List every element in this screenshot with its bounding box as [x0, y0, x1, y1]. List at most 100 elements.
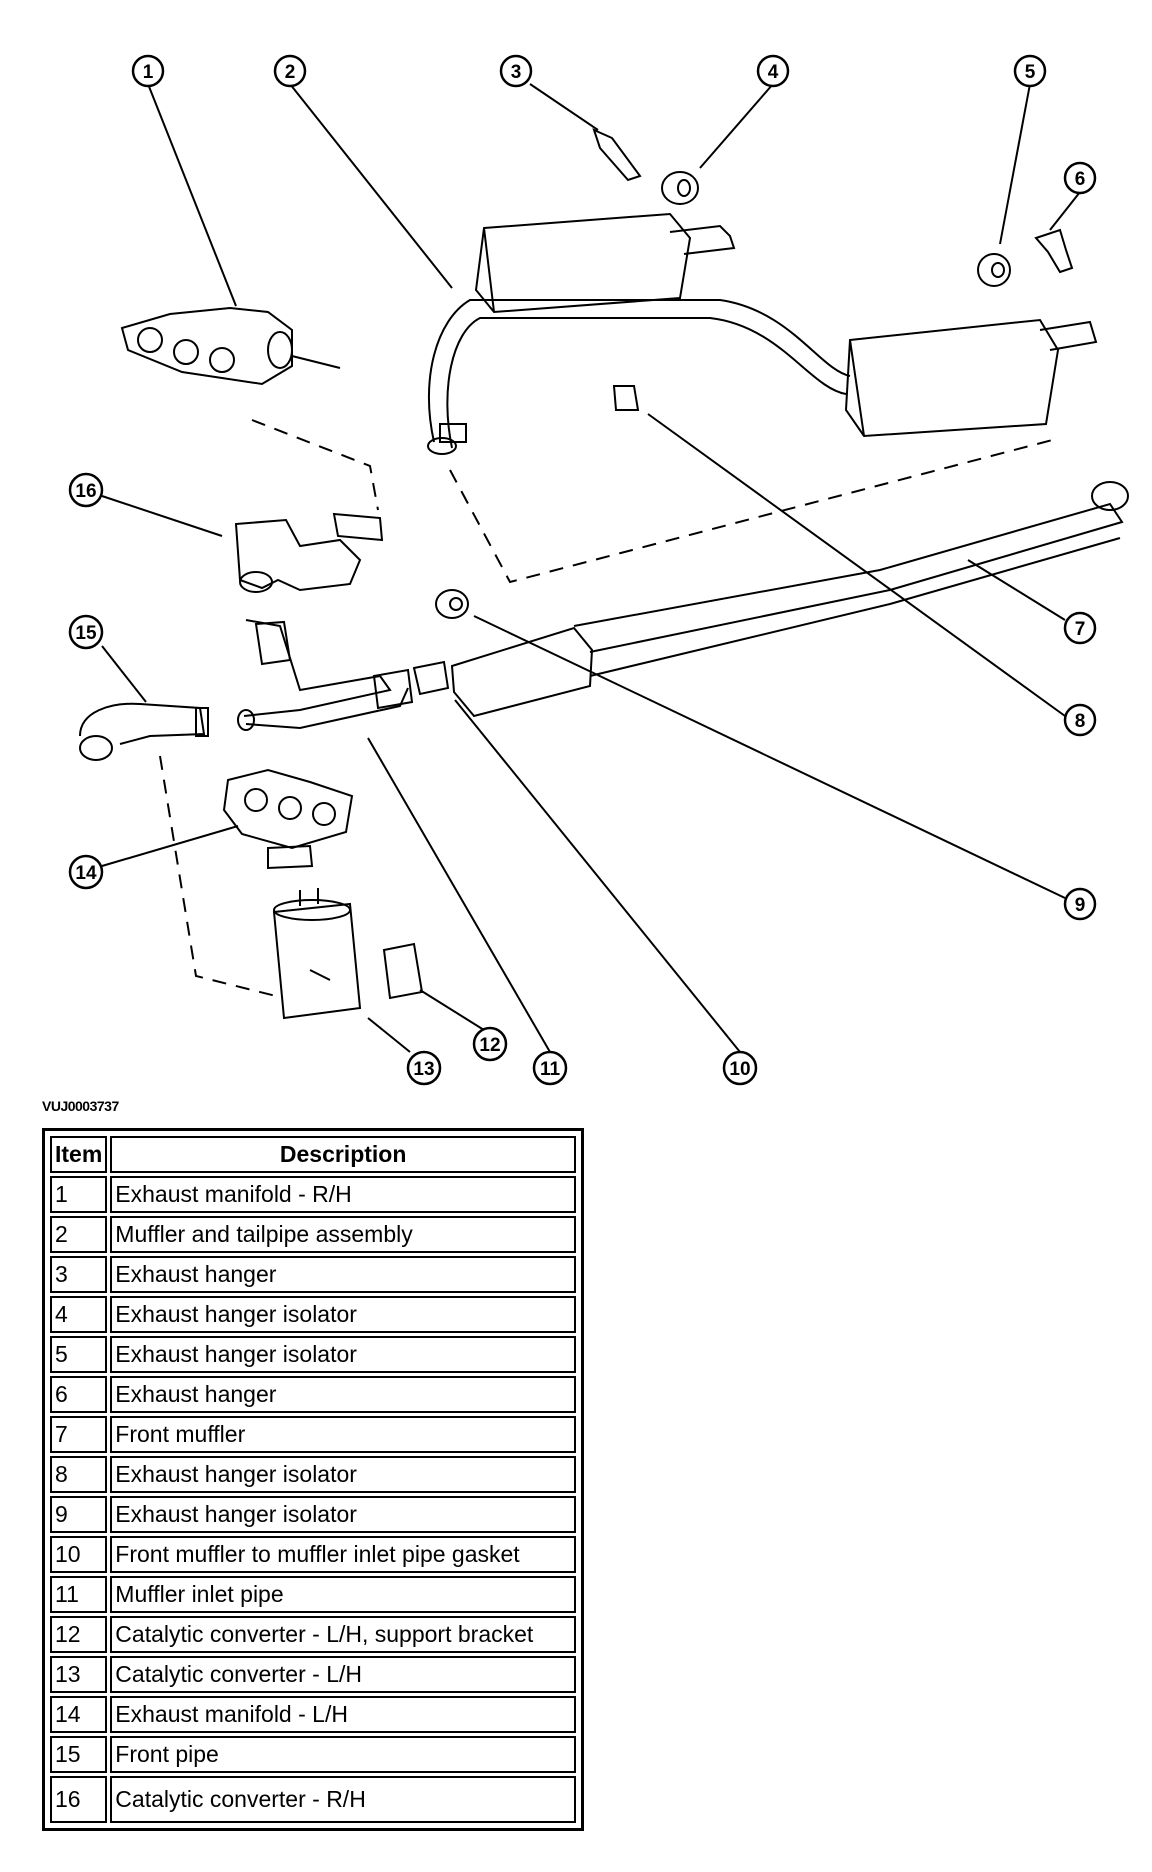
leader-line-13 [367, 1017, 411, 1053]
item-number: 5 [50, 1336, 108, 1373]
callout-16: 16 [68, 472, 104, 508]
callout-14: 14 [68, 854, 104, 890]
svg-text:6: 6 [1075, 169, 1086, 190]
leader-line-7 [967, 559, 1066, 621]
callout-7: 7 [1063, 611, 1097, 645]
svg-text:5: 5 [1025, 62, 1036, 83]
front-muffler [450, 481, 1129, 718]
item-description: Muffler and tailpipe assembly [110, 1216, 576, 1253]
svg-text:13: 13 [413, 1059, 434, 1080]
svg-text:12: 12 [479, 1035, 500, 1056]
callout-15: 15 [68, 614, 104, 650]
item-number: 10 [50, 1536, 108, 1573]
item-number: 1 [50, 1176, 108, 1213]
svg-text:4: 4 [768, 62, 779, 83]
leader-line-3 [529, 83, 599, 131]
item-description: Exhaust manifold - R/H [110, 1176, 576, 1213]
pipe-stub [254, 620, 292, 666]
figure-code: VUJ0003737 [42, 1098, 119, 1114]
leader-line-12 [419, 989, 485, 1031]
muffler-inlet-pipe [237, 619, 414, 731]
leader-line-14 [101, 825, 239, 867]
item-description: Exhaust hanger isolator [110, 1296, 576, 1333]
callout-2: 2 [273, 54, 307, 88]
item-description: Front muffler [110, 1416, 576, 1453]
svg-text:14: 14 [75, 863, 97, 884]
item-number: 14 [50, 1696, 108, 1733]
leader-line-8 [647, 413, 1066, 717]
svg-text:1: 1 [143, 62, 154, 83]
leader-line-9 [473, 615, 1066, 899]
leader-line-1 [147, 83, 237, 307]
leader-line-2 [289, 83, 453, 289]
callout-1: 1 [131, 54, 165, 88]
item-description: Exhaust hanger isolator [110, 1496, 576, 1533]
svg-text:9: 9 [1075, 895, 1086, 916]
leader-line-10 [454, 699, 741, 1053]
exhaust-hanger-isolator-4 [661, 171, 699, 205]
svg-text:2: 2 [285, 62, 296, 83]
svg-text:16: 16 [75, 481, 96, 502]
leader-line-15 [101, 645, 147, 703]
exhaust-hanger-isolator-5 [977, 253, 1011, 287]
header-item: Item [50, 1136, 108, 1173]
svg-text:3: 3 [511, 62, 522, 83]
exhaust-hanger-isolator-8 [612, 385, 640, 411]
item-number: 6 [50, 1376, 108, 1413]
item-description: Front muffler to muffler inlet pipe gask… [110, 1536, 576, 1573]
callout-6: 6 [1063, 161, 1097, 195]
item-number: 2 [50, 1216, 108, 1253]
exhaust-manifold-rh [120, 306, 341, 386]
item-number: 16 [50, 1776, 108, 1823]
dashed-line-l-cat [159, 755, 277, 997]
callout-9: 9 [1063, 887, 1097, 921]
item-description: Muffler inlet pipe [110, 1576, 576, 1613]
item-description: Exhaust manifold - L/H [110, 1696, 576, 1733]
callout-12: 12 [472, 1026, 508, 1062]
item-number: 7 [50, 1416, 108, 1453]
item-description: Exhaust hanger isolator [110, 1456, 576, 1493]
leader-line-4 [699, 83, 774, 169]
item-description: Exhaust hanger [110, 1256, 576, 1293]
callout-4: 4 [756, 54, 790, 88]
item-number: 15 [50, 1736, 108, 1773]
callout-11: 11 [532, 1050, 568, 1086]
table-header-row: Item Description [50, 1136, 576, 1173]
item-description: Front pipe [110, 1736, 576, 1773]
item-number: 12 [50, 1616, 108, 1653]
dashed-line-r-manifold [251, 419, 379, 511]
catalytic-converter-support-bracket [382, 942, 424, 1000]
item-number: 3 [50, 1256, 108, 1293]
callout-8: 8 [1063, 703, 1097, 737]
item-number: 8 [50, 1456, 108, 1493]
item-description: Exhaust hanger [110, 1376, 576, 1413]
leader-line-16 [101, 495, 223, 537]
item-number: 4 [50, 1296, 108, 1333]
header-description: Description [110, 1136, 576, 1173]
svg-text:11: 11 [540, 1059, 561, 1080]
leader-line-11 [367, 737, 551, 1053]
catalytic-converter-lh [272, 888, 362, 1020]
item-number: 13 [50, 1656, 108, 1693]
callout-13: 13 [406, 1050, 442, 1086]
item-number: 9 [50, 1496, 108, 1533]
leader-line-5 [999, 83, 1031, 245]
exhaust-hanger-isolator-9 [435, 589, 469, 619]
exhaust-system-diagram: 1 2 3 4 5 6 7 8 9 10 11 12 13 14 15 16 [68, 54, 1129, 1086]
exhaust-manifold-lh [222, 768, 354, 870]
exhaust-hanger-3 [592, 128, 642, 182]
item-description: Exhaust hanger isolator [110, 1336, 576, 1373]
leader-line-6 [1049, 191, 1081, 231]
